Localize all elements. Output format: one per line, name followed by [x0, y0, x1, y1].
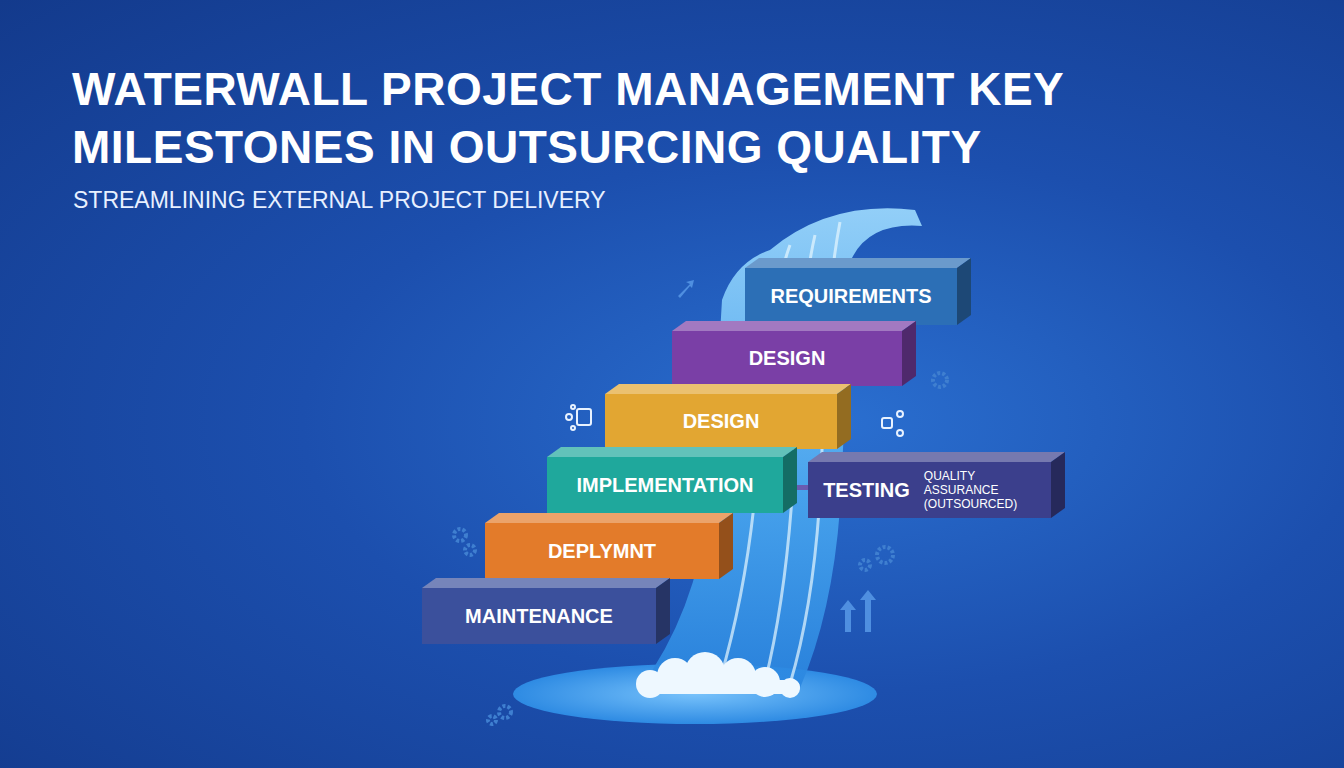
deployment-step: DEPLYMNT — [485, 523, 719, 579]
design-step: DESIGN — [605, 394, 837, 449]
requirements-step: REQUIREMENTS — [745, 268, 957, 325]
implementation-step: IMPLEMENTATION — [547, 457, 783, 513]
connector-line — [797, 485, 808, 490]
step-label: MAINTENANCE — [465, 605, 613, 628]
design-step: DESIGN — [672, 331, 902, 386]
testing-step: TESTING QUALITY ASSURANCE (OUTSOURCED) — [808, 462, 1051, 518]
step-label: DESIGN — [749, 347, 826, 370]
title: WATERWALL PROJECT MANAGEMENT KEY MILESTO… — [72, 60, 1302, 176]
step-label: REQUIREMENTS — [770, 285, 931, 308]
step-label: DEPLYMNT — [548, 540, 656, 563]
step-note: QUALITY ASSURANCE (OUTSOURCED) — [924, 469, 1036, 511]
step-label: DESIGN — [683, 410, 760, 433]
subtitle: STREAMLINING EXTERNAL PROJECT DELIVERY — [73, 187, 606, 214]
step-label: IMPLEMENTATION — [576, 474, 753, 497]
step-label: TESTING — [823, 479, 910, 502]
maintenance-step: MAINTENANCE — [422, 588, 656, 644]
